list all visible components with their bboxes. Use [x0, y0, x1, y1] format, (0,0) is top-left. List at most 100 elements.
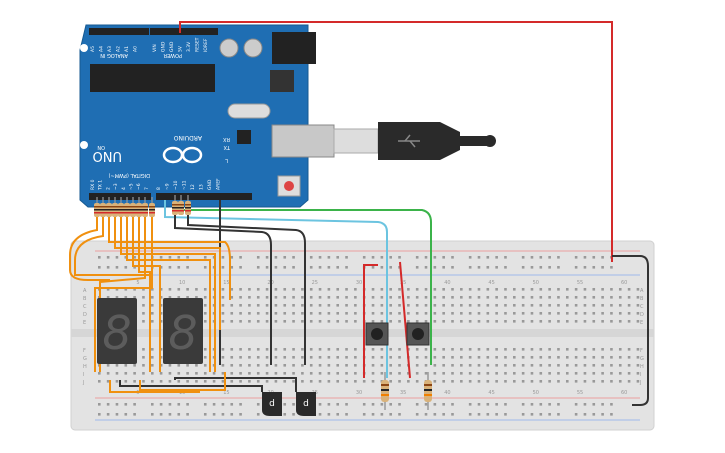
pin-label: ~11 [182, 180, 188, 190]
pin-label: A3 [107, 46, 113, 52]
tx-label: TX [223, 144, 231, 150]
row-letter: B [640, 296, 644, 302]
power-jack [272, 32, 316, 64]
seven-segment-display-2[interactable]: 8 [163, 298, 203, 364]
usb-cable [333, 122, 496, 160]
transistor-2[interactable]: d [296, 392, 316, 416]
pin-label: A2 [116, 46, 122, 52]
arduino-uno-board[interactable]: UNO ARDUINO ON RX TX L ANALOG IN POWER D… [79, 24, 335, 208]
column-number: 55 [577, 280, 583, 286]
pin-label: 2 [105, 187, 111, 190]
push-button-1[interactable] [365, 322, 389, 346]
wire-black-t1 [174, 210, 272, 365]
row-letter: G [83, 356, 87, 362]
resistor-1[interactable] [381, 372, 389, 410]
rx-label: RX [223, 136, 230, 142]
column-number: 5 [136, 280, 139, 286]
resistor[interactable] [178, 195, 184, 215]
resistor[interactable] [124, 197, 130, 217]
row-letter: D [640, 312, 644, 318]
resistor[interactable] [149, 197, 155, 217]
wire-red-button1 [363, 264, 378, 378]
column-number: 45 [488, 280, 494, 286]
row-letter: F [640, 348, 643, 354]
transistor-1[interactable]: d [262, 392, 282, 416]
pin-label: AREF [216, 178, 222, 190]
wire-green [180, 209, 432, 365]
resistor[interactable] [106, 197, 112, 217]
on-label: ON [97, 144, 105, 150]
row-letter: H [83, 364, 87, 370]
resistor[interactable] [100, 197, 106, 217]
resistor[interactable] [136, 197, 142, 217]
digital-label: DIGITAL (PWM~) [108, 172, 150, 178]
row-letter: J [82, 380, 84, 386]
l-label: L [225, 157, 228, 163]
row-letter: D [83, 312, 87, 318]
pin-label: 13 [199, 184, 205, 190]
pin-label: A5 [90, 46, 96, 52]
resistor[interactable] [185, 195, 191, 215]
pin-label: 5V [178, 45, 184, 52]
resistor-2[interactable] [424, 372, 432, 410]
mount-hole [80, 141, 88, 149]
column-number: 30 [356, 280, 362, 286]
analog-in-label: ANALOG IN [100, 52, 128, 58]
pin-label: ~9 [165, 183, 171, 190]
wire-red-button2 [399, 261, 411, 379]
row-letter: I [83, 372, 84, 378]
row-letter: E [640, 320, 643, 326]
pin-label: 4 [121, 187, 127, 190]
column-number: 35 [400, 390, 406, 396]
column-number: 45 [488, 390, 494, 396]
usb-port [271, 124, 335, 158]
row-letter: I [640, 372, 641, 378]
pin-label: TX 1 [98, 180, 104, 191]
wire-black-emitter [119, 380, 263, 392]
row-letter: C [83, 304, 87, 310]
digital-header-low [89, 193, 151, 200]
transistor-label: d [269, 399, 275, 409]
resistor[interactable] [130, 197, 136, 217]
pin-label: IOREF [203, 38, 209, 52]
pin-label: RX 0 [90, 179, 96, 190]
pin-label: ~3 [113, 183, 119, 190]
atmega-chip [90, 64, 215, 92]
display-digit: 8 [168, 306, 197, 360]
capacitor [219, 38, 239, 58]
pin-label: 8 [156, 187, 162, 190]
wires [69, 21, 649, 406]
pin-label: 12 [190, 184, 196, 190]
resistor[interactable] [142, 197, 148, 217]
display-digit: 8 [102, 306, 131, 360]
resistor[interactable] [94, 197, 100, 217]
push-button-2[interactable] [406, 322, 430, 346]
wire-cyan [164, 200, 388, 378]
pin-label: GND [169, 41, 175, 52]
column-number: 60 [621, 280, 627, 286]
resistor[interactable] [112, 197, 118, 217]
pin-label: 7 [144, 187, 150, 190]
analog-header [89, 28, 149, 35]
column-number: 55 [577, 390, 583, 396]
usb-symbol-icon [398, 134, 420, 148]
pin-label: A0 [133, 46, 139, 52]
resistor[interactable] [172, 195, 178, 215]
row-letter: E [83, 320, 86, 326]
pin-label: ~6 [136, 183, 142, 190]
column-number: 15 [223, 280, 229, 286]
wire-black-rail [612, 255, 649, 406]
row-letter: A [83, 288, 87, 294]
seven-segment-display-1[interactable]: 8 [97, 298, 137, 364]
row-letter: C [640, 304, 644, 310]
reset-button-cap [284, 181, 294, 191]
mount-hole [80, 44, 88, 52]
row-letter: B [83, 296, 87, 302]
usb-chip [237, 130, 251, 144]
resistor[interactable] [118, 197, 124, 217]
column-number: 50 [533, 390, 539, 396]
pin-label: VIN [152, 44, 158, 52]
pin-label: GND [161, 41, 167, 52]
